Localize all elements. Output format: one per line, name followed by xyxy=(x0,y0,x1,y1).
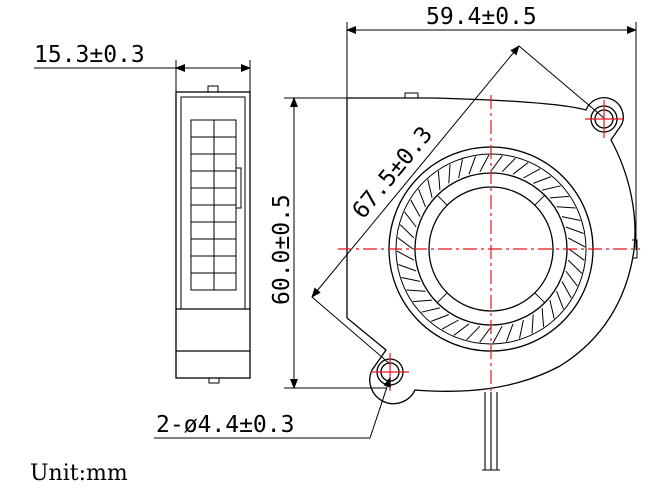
impeller-blade xyxy=(556,206,576,209)
hole-dimension: 2-ø4.4±0.3 xyxy=(156,412,294,438)
impeller-blade xyxy=(506,323,514,342)
unit-label: Unit:mm xyxy=(30,461,128,486)
width-dimension: 59.4±0.5 xyxy=(426,4,537,30)
height-dimension: 60.0±0.5 xyxy=(269,194,295,305)
impeller-blade xyxy=(466,325,481,341)
impeller-blade xyxy=(430,314,449,322)
mounting-hole-bottom-left xyxy=(371,353,409,391)
impeller-blade xyxy=(512,162,529,175)
housing-outline xyxy=(346,97,636,405)
impeller-blade xyxy=(468,156,476,175)
impeller-blade xyxy=(567,259,583,274)
impeller-blade xyxy=(418,188,426,207)
diagonal-dimension: 67.5±0.3 xyxy=(348,122,439,224)
impeller-blade xyxy=(427,179,433,199)
impeller-blade xyxy=(490,155,503,172)
impeller-blade xyxy=(458,159,463,179)
impeller-blade xyxy=(541,307,545,327)
side-grille xyxy=(190,119,242,291)
impeller-blade xyxy=(565,226,584,234)
impeller-blade xyxy=(533,176,552,184)
impeller-blade xyxy=(523,168,541,179)
impeller-blade xyxy=(561,216,581,221)
mounting-hole-top-right xyxy=(585,100,623,138)
impeller-rib xyxy=(534,292,546,304)
impeller-blade xyxy=(531,314,534,334)
impeller-blade xyxy=(398,264,417,272)
impeller-rib xyxy=(436,194,448,206)
impeller-blade xyxy=(413,299,433,303)
impeller-blade xyxy=(519,319,524,339)
impeller-blade xyxy=(565,270,578,287)
impeller-rib xyxy=(436,292,448,304)
impeller-blade xyxy=(396,250,415,261)
impeller-blade xyxy=(406,289,426,292)
impeller-blade xyxy=(437,171,441,191)
impeller-blade xyxy=(549,299,555,319)
impeller-blade xyxy=(404,211,417,228)
impeller-blade xyxy=(561,281,572,299)
impeller-blade xyxy=(479,154,490,173)
impeller-blade xyxy=(441,319,459,330)
front-view: 59.4±0.5 60.0±0.5 67.5±0.3 xyxy=(154,4,640,471)
impeller-blade xyxy=(397,237,414,250)
impeller-blade xyxy=(549,195,569,199)
impeller-blade xyxy=(501,157,516,173)
lead-wires xyxy=(482,392,500,471)
center-lines xyxy=(338,95,640,395)
impeller-blade xyxy=(399,224,415,239)
impeller-blade xyxy=(421,307,441,313)
side-view: 15.3±0.3 xyxy=(34,42,251,384)
impeller-blade xyxy=(541,185,561,191)
impeller-blade xyxy=(556,291,564,310)
impeller-blade xyxy=(448,164,451,184)
thickness-dimension: 15.3±0.3 xyxy=(34,42,145,68)
impeller-blade xyxy=(492,325,503,344)
impeller-blade xyxy=(453,323,470,336)
impeller-blade xyxy=(568,248,585,261)
impeller-blade xyxy=(401,277,421,282)
impeller-blade xyxy=(567,237,586,248)
impeller-blade xyxy=(479,326,492,343)
impeller-blade xyxy=(410,199,421,217)
impeller-rib xyxy=(534,194,546,206)
